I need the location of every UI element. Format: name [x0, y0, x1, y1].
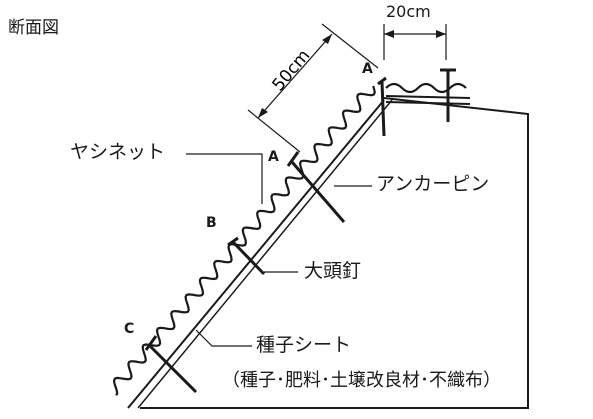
embankment-outline	[140, 97, 529, 409]
dim-50cm-line	[257, 33, 333, 119]
anchor-pin-a-top	[377, 76, 387, 137]
top-layer-1	[385, 95, 471, 99]
point-a-top: A	[362, 61, 373, 77]
point-c: C	[124, 321, 135, 337]
point-b: B	[206, 215, 217, 231]
yashi-net-top	[385, 82, 467, 94]
label-big-nail: 大頭釘	[304, 260, 362, 282]
anchor-pin-a-mid	[286, 151, 346, 223]
diagram-title: 断面図	[8, 18, 59, 38]
yashi-net-slope	[112, 85, 376, 396]
leader-seed-sheet	[195, 329, 252, 347]
dimension-20cm: 20cm	[386, 2, 431, 21]
dim-50cm-ext-1	[247, 109, 301, 153]
label-seed-sheet-note: （種子･肥料･土壌改良材･不織布）	[222, 370, 501, 391]
leader-yashi-net	[186, 153, 263, 204]
top-layer-2	[385, 101, 471, 105]
dim-50cm-arrow-1	[258, 108, 268, 118]
dim-20cm-arrow-1	[384, 30, 394, 38]
label-yashi-net: ヤシネット	[70, 141, 166, 163]
big-nail-b	[227, 236, 266, 276]
dim-20cm-arrow-2	[436, 30, 446, 38]
anchor-pin-c	[144, 335, 198, 394]
dim-50cm-ext-2	[321, 23, 379, 69]
slope-line-inner	[137, 99, 393, 409]
dimension-50cm: 50cm	[269, 46, 315, 95]
label-anchor-pin: アンカーピン	[376, 173, 490, 195]
slope-line-outer	[127, 99, 385, 409]
label-seed-sheet: 種子シート	[256, 334, 352, 356]
dim-50cm-arrow-2	[322, 34, 332, 44]
point-a-mid: A	[268, 149, 279, 165]
big-nail-top	[440, 68, 456, 122]
